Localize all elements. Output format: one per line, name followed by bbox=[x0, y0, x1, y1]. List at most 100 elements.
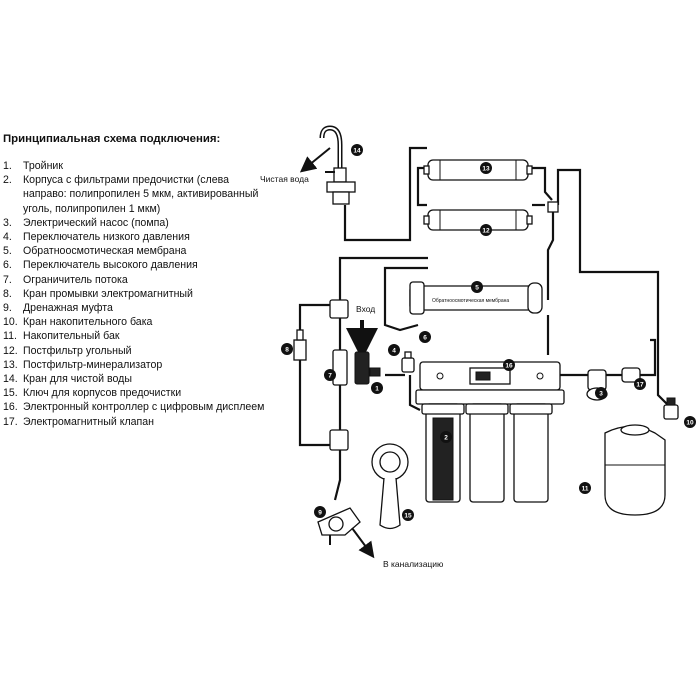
ro-membrane-housing: Обратноосмотическая мембрана bbox=[409, 281, 543, 315]
legend-item-number: 11. bbox=[3, 330, 17, 343]
badge-label: 16 bbox=[505, 363, 513, 370]
legend-item-number: 9. bbox=[3, 302, 12, 315]
clean-water-label: Чистая вода bbox=[260, 174, 309, 184]
clean-water-faucet bbox=[319, 125, 356, 205]
badge-label: 12 bbox=[482, 228, 490, 235]
badge-label: 1 bbox=[375, 386, 379, 393]
legend-item-number: 10. bbox=[3, 316, 18, 329]
legend-item: 3. Электрический насос (помпа) bbox=[3, 216, 273, 230]
legend-item-text: Дренажная муфта bbox=[23, 302, 113, 315]
legend-item-number: 2. bbox=[3, 174, 12, 187]
badge: 11 bbox=[579, 482, 591, 494]
legend-item: 9. Дренажная муфта bbox=[3, 301, 273, 315]
badge-label: 8 bbox=[285, 347, 289, 354]
badge-label: 9 bbox=[318, 510, 322, 517]
badge-label: 3 bbox=[599, 391, 603, 398]
legend-item: 2. Корпуса с фильтрами предочистки (слева… bbox=[3, 173, 273, 216]
storage-tank bbox=[604, 424, 666, 516]
badge-label: 2 bbox=[444, 435, 448, 442]
badge-label: 7 bbox=[328, 373, 332, 380]
flush-valve bbox=[293, 329, 307, 361]
legend-item-text: Обратноосмотическая мембрана bbox=[23, 245, 187, 258]
legend-item-text: Электронный контроллер с цифровым диспле… bbox=[23, 401, 265, 414]
legend-item-number: 7. bbox=[3, 273, 12, 286]
badge: 12 bbox=[480, 224, 492, 236]
badge-label: 5 bbox=[475, 285, 479, 292]
badge: 8 bbox=[281, 343, 293, 355]
badge: 9 bbox=[314, 506, 326, 518]
badge-label: 17 bbox=[636, 382, 644, 389]
legend-item: 5.Обратноосмотическая мембрана bbox=[3, 244, 273, 258]
legend-item-text: Электромагнитный клапан bbox=[23, 415, 155, 428]
solenoid-valve bbox=[621, 367, 641, 383]
legend-item-number: 14. bbox=[3, 373, 18, 386]
badge: 14 bbox=[351, 144, 363, 156]
tee-fitting bbox=[547, 201, 559, 213]
legend-item: 17. Электромагнитный клапан bbox=[3, 415, 273, 429]
postfilter-carbon bbox=[423, 209, 533, 231]
legend-item-text: Тройник bbox=[23, 160, 63, 172]
badge-label: 14 bbox=[353, 148, 361, 155]
badge: 3 bbox=[595, 387, 607, 399]
legend-item-text: Ограничитель потока bbox=[23, 273, 128, 286]
badge: 5 bbox=[471, 281, 483, 293]
clean-water-arrow bbox=[299, 147, 331, 173]
badge: 10 bbox=[684, 416, 696, 428]
legend-item: 7. Ограничитель потока bbox=[3, 273, 273, 287]
legend-item-text: Кран для чистой воды bbox=[23, 373, 132, 386]
legend-item: 15. Ключ для корпусов предочистки bbox=[3, 386, 273, 400]
inlet-label: Вход bbox=[356, 304, 375, 314]
legend-title: Принципиальная схема подключения: bbox=[3, 133, 221, 145]
legend-item: 4. Переключатель низкого давления bbox=[3, 230, 273, 244]
drain-label: В канализацию bbox=[383, 559, 444, 569]
low-pressure-switch bbox=[401, 351, 415, 373]
legend-item-text: Постфильтр-минерализатор bbox=[23, 358, 163, 371]
legend-item-number: 3. bbox=[3, 216, 12, 229]
badge: 4 bbox=[388, 344, 400, 356]
legend-item-text: Ключ для корпусов предочистки bbox=[23, 387, 182, 400]
prefilter-housings bbox=[421, 403, 553, 503]
legend-item-number: 15. bbox=[3, 387, 18, 400]
fitting bbox=[329, 429, 349, 451]
badge: 13 bbox=[480, 162, 492, 174]
legend-item: 11. Накопительный бак bbox=[3, 329, 273, 343]
legend-item-number: 12. bbox=[3, 344, 18, 357]
tank-valve bbox=[663, 397, 679, 420]
legend-item-text: Переключатель высокого давления bbox=[23, 259, 198, 272]
legend-item-text: Постфильтр угольный bbox=[23, 344, 132, 357]
legend-item-number: 1. bbox=[3, 160, 12, 172]
legend-item: 8. Кран промывки электромагнитный bbox=[3, 287, 273, 301]
legend-item: 13.Постфильтр-минерализатор bbox=[3, 358, 273, 372]
legend-item-text: Кран промывки электромагнитный bbox=[23, 287, 193, 300]
legend-item-number: 8. bbox=[3, 287, 12, 300]
inlet-tee bbox=[354, 351, 381, 385]
drain-arrow bbox=[351, 527, 375, 559]
badge-label: 11 bbox=[582, 486, 589, 493]
legend-item-text: Накопительный бак bbox=[23, 330, 120, 343]
legend-item-text: Электрический насос (помпа) bbox=[23, 216, 169, 229]
legend: Принципиальная схема подключения: 1. Трой… bbox=[3, 133, 273, 429]
legend-item-text: Корпуса с фильтрами предочистки (слева н… bbox=[23, 174, 259, 215]
legend-item-number: 4. bbox=[3, 231, 12, 244]
badge-label: 13 bbox=[482, 166, 490, 173]
badge: 6 bbox=[419, 331, 431, 343]
badge: 1 bbox=[371, 382, 383, 394]
legend-item-number: 17. bbox=[3, 415, 18, 428]
postfilter-mineralizer bbox=[423, 159, 533, 181]
badge: 15 bbox=[402, 509, 414, 521]
badge-label: 10 bbox=[686, 420, 694, 427]
legend-list: 1. Тройник 2. Корпуса с фильтрами предочис… bbox=[3, 159, 273, 429]
housing-wrench bbox=[371, 443, 409, 530]
badge: 16 bbox=[503, 359, 515, 371]
legend-item: 12. Постфильтр угольный bbox=[3, 344, 273, 358]
badge-label: 15 bbox=[404, 513, 412, 520]
legend-item: 16. Электронный контроллер с цифровым дис… bbox=[3, 400, 273, 414]
legend-item: 6.Переключатель высокого давления bbox=[3, 258, 273, 272]
legend-item-number: 16. bbox=[3, 401, 18, 414]
legend-item-text: Кран накопительного бака bbox=[23, 316, 153, 329]
badge-label: 4 bbox=[392, 348, 396, 355]
electronic-controller bbox=[415, 361, 565, 405]
legend-item-text: Переключатель низкого давления bbox=[23, 231, 190, 244]
legend-item: 14. Кран для чистой воды bbox=[3, 372, 273, 386]
